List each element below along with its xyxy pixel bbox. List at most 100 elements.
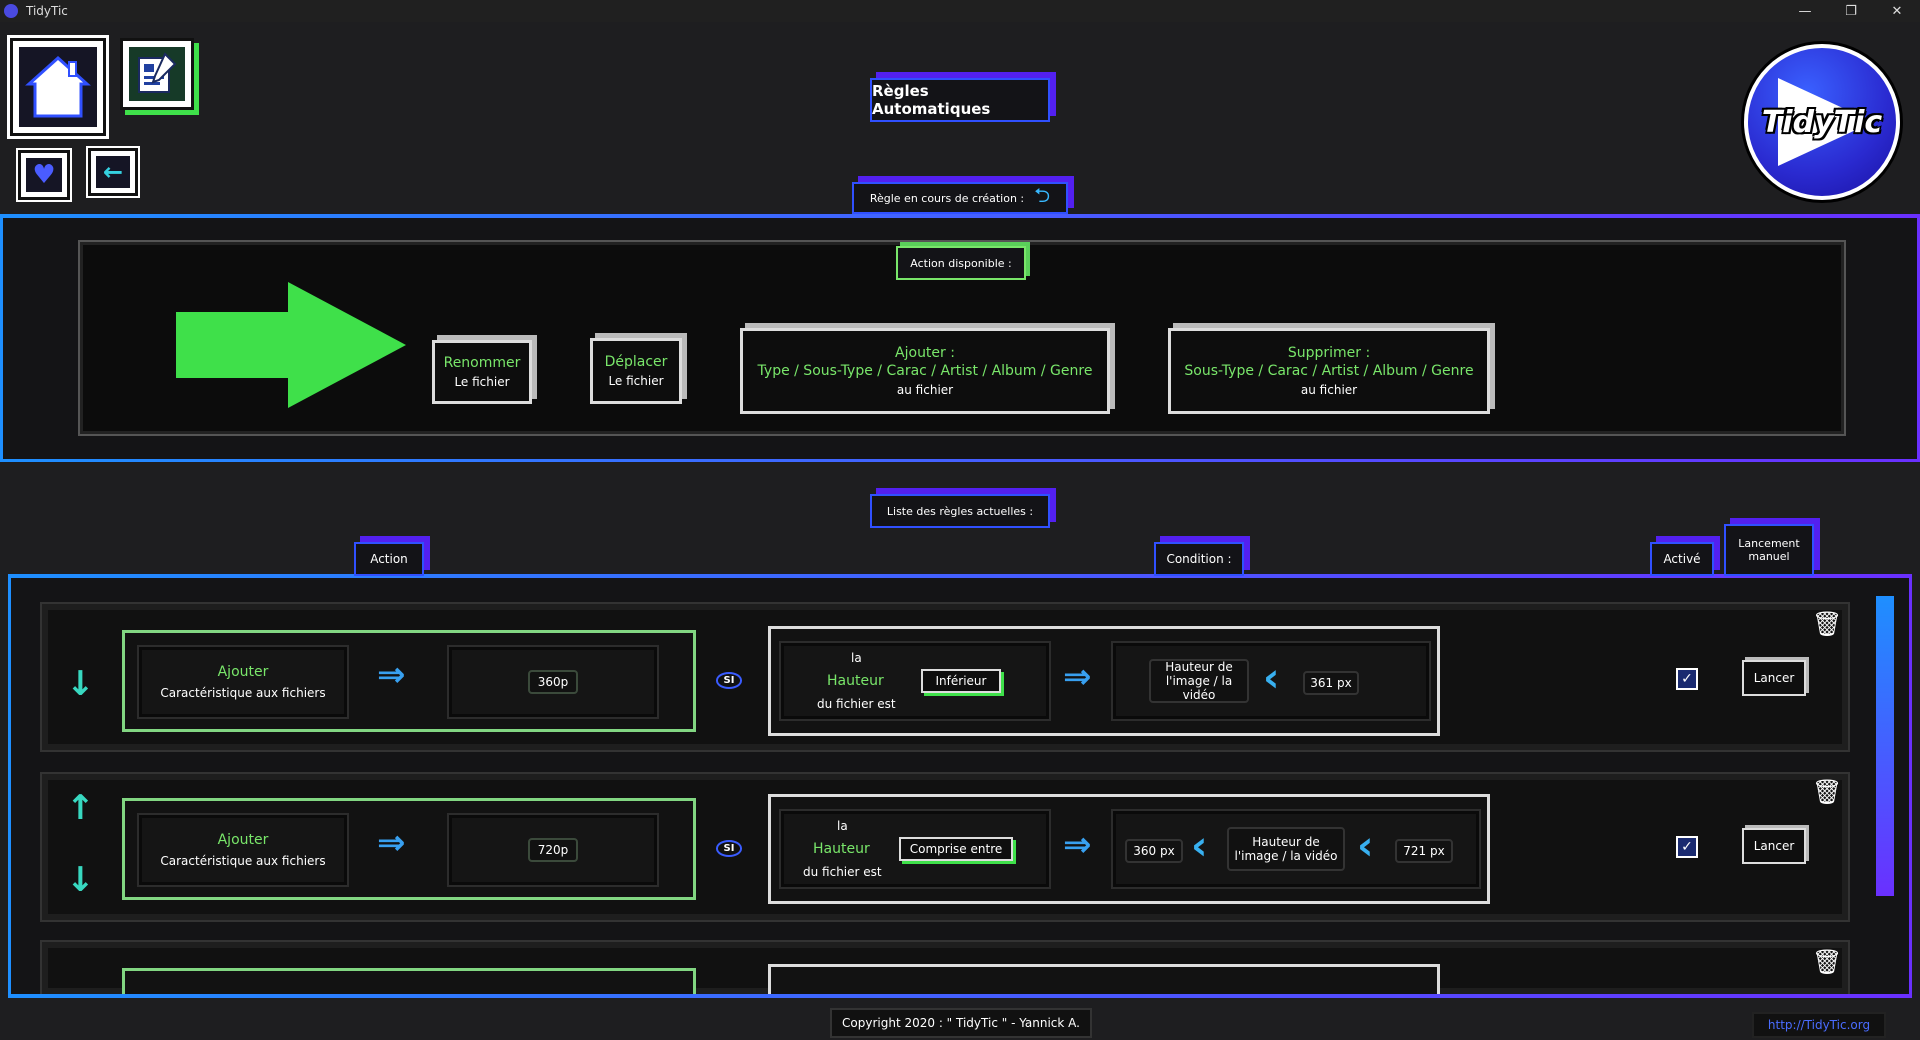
rule-3-action-panel [122,968,696,994]
action-delete-sub: au fichier [1300,383,1358,397]
rule-2-less-than-icon-2: ‹ [1357,823,1374,869]
move-up-icon[interactable]: ↑ [66,788,95,828]
maximize-button[interactable]: ❐ [1845,3,1857,19]
website-link[interactable]: http://TidyTic.org [1752,1012,1886,1038]
rule-2-compare-cell: 360 px ‹ Hauteur de l'image / la vidéo ‹… [1111,809,1481,889]
rules-list-label: Liste des règles actuelles : [870,494,1050,528]
rule-1-delete-icon[interactable]: 🗑 [1812,610,1843,638]
rule-creation-text: Règle en cours de création : [869,191,1025,205]
logo-text: TidyTic [1761,104,1883,140]
copyright: Copyright 2020 : " TidyTic " - Yannick A… [830,1008,1092,1038]
heart-icon: ♥ [32,160,56,190]
rule-2-active-checkbox[interactable]: ✓ [1676,836,1698,858]
rule-1-cond-la: la [851,651,862,665]
action-add-sub: au fichier [896,383,954,397]
action-delete-button[interactable]: Supprimer : Sous-Type / Carac / Artist /… [1168,328,1490,414]
rule-3-delete-icon[interactable]: 🗑 [1812,948,1843,976]
column-active: Activé [1650,542,1714,576]
favorites-button[interactable]: ♥ [18,150,70,200]
action-move-sub: Le fichier [608,374,664,388]
rule-2-condition-panel: la Hauteur du fichier est Comprise entre… [768,794,1490,904]
rule-2-property[interactable]: Hauteur de l'image / la vidéo [1227,827,1345,871]
rule-1-si-badge: SI [712,670,746,690]
rule-2-cond-sub: du fichier est [803,865,882,879]
column-manual-launch-line1: Lancement [1738,537,1800,550]
rules-bottom-bar [8,994,1912,998]
edit-document-icon [138,52,177,93]
rule-1-active-checkbox[interactable]: ✓ [1676,668,1698,690]
tidytic-logo: TidyTic [1744,44,1900,200]
rule-2-operator[interactable]: Comprise entre [899,837,1013,861]
rule-1-value[interactable]: 360p [528,670,578,694]
home-button[interactable] [10,38,106,136]
rule-2-arrow-icon: ⇒ [377,823,406,863]
rule-2-low-limit[interactable]: 360 px [1125,839,1183,863]
rule-1-property-line2: l'image / la vidéo [1165,674,1233,702]
action-move-title: Déplacer [604,354,668,370]
action-add-title: Ajouter : [895,345,955,361]
rule-2-property-line2: l'image / la vidéo [1234,849,1338,863]
minimize-button[interactable]: — [1798,3,1812,19]
rule-1-action-title: Ajouter [217,664,269,680]
move-down-icon[interactable]: ↓ [66,664,95,704]
rule-2-cond-field: Hauteur [813,841,870,857]
rule-2-property-line1: Hauteur de [1252,835,1320,849]
close-button[interactable]: ✕ [1891,3,1903,19]
rule-1-action-panel: Ajouter Caractéristique aux fichiers ⇒ 3… [122,630,696,732]
action-rename-title: Renommer [443,355,521,371]
rule-2-limit[interactable]: 721 px [1395,839,1453,863]
rule-1-limit[interactable]: 361 px [1303,671,1359,695]
rule-row-3: 🗑 [40,940,1850,996]
rule-3-condition-panel [768,964,1440,994]
home-icon [25,55,91,118]
page-title: Règles Automatiques [870,78,1050,122]
rule-2-delete-icon[interactable]: 🗑 [1812,778,1843,806]
rule-1-si-text: SI [715,671,743,689]
rule-1-launch-button[interactable]: Lancer [1742,660,1806,696]
rule-1-condition-cell: la Hauteur du fichier est Inférieur [779,641,1051,721]
column-manual-launch-line2: manuel [1748,550,1790,563]
rule-2-action-panel: Ajouter Caractéristique aux fichiers ⇒ 7… [122,798,696,900]
rule-1-arrow-icon: ⇒ [377,655,406,695]
title-bar: TidyTic — ❐ ✕ [0,0,1920,22]
editor-button[interactable] [120,38,194,110]
rule-2-si-badge: SI [712,838,746,858]
actions-top-bar [0,214,1920,219]
rule-1-less-than-icon: ‹ [1263,655,1280,701]
rule-1-action-cell[interactable]: Ajouter Caractéristique aux fichiers [137,645,349,719]
rule-2-condition-arrow-icon: ⇒ [1063,825,1092,865]
rule-creation-label[interactable]: Règle en cours de création : ⮌ [852,182,1068,214]
rule-1-value-cell: 360p [447,645,659,719]
rule-2-value[interactable]: 720p [528,838,578,862]
action-rename-button[interactable]: Renommer Le fichier [432,340,532,404]
back-button[interactable]: ← [88,148,138,196]
actions-available-label: Action disponible : [896,246,1026,280]
action-move-button[interactable]: Déplacer Le fichier [590,338,682,404]
column-condition: Condition : [1154,542,1244,576]
rule-2-action-cell[interactable]: Ajouter Caractéristique aux fichiers [137,813,349,887]
rule-2-action-sub: Caractéristique aux fichiers [160,854,326,868]
column-manual-launch: Lancement manuel [1724,524,1814,576]
rule-1-cond-sub: du fichier est [817,697,896,711]
action-add-button[interactable]: Ajouter : Type / Sous-Type / Carac / Art… [740,328,1110,414]
action-delete-title: Supprimer : [1287,345,1371,361]
rule-1-condition-arrow-icon: ⇒ [1063,657,1092,697]
action-add-options: Type / Sous-Type / Carac / Artist / Albu… [757,363,1093,379]
rule-2-si-text: SI [715,839,743,857]
rule-1-condition-panel: la Hauteur du fichier est Inférieur ⇒ Ha… [768,626,1440,736]
rule-2-action-title: Ajouter [217,832,269,848]
rule-2-value-cell: 720p [447,813,659,887]
rule-1-property[interactable]: Hauteur de l'image / la vidéo [1149,659,1249,703]
rules-scrollbar[interactable] [1876,596,1894,896]
rule-2-condition-cell: la Hauteur du fichier est Comprise entre [779,809,1051,889]
rule-1-property-line1: Hauteur de [1165,660,1233,674]
rule-2-launch-button[interactable]: Lancer [1742,828,1806,864]
rules-top-bar [8,574,1912,579]
big-arrow-icon [176,282,406,408]
undo-icon[interactable]: ⮌ [1034,183,1051,207]
rule-1-operator[interactable]: Inférieur [921,669,1001,693]
rule-1-compare-cell: Hauteur de l'image / la vidéo ‹ 361 px [1111,641,1431,721]
action-delete-options: Sous-Type / Carac / Artist / Album / Gen… [1184,363,1474,379]
move-down-icon[interactable]: ↓ [66,860,95,900]
rule-1-action-sub: Caractéristique aux fichiers [160,686,326,700]
